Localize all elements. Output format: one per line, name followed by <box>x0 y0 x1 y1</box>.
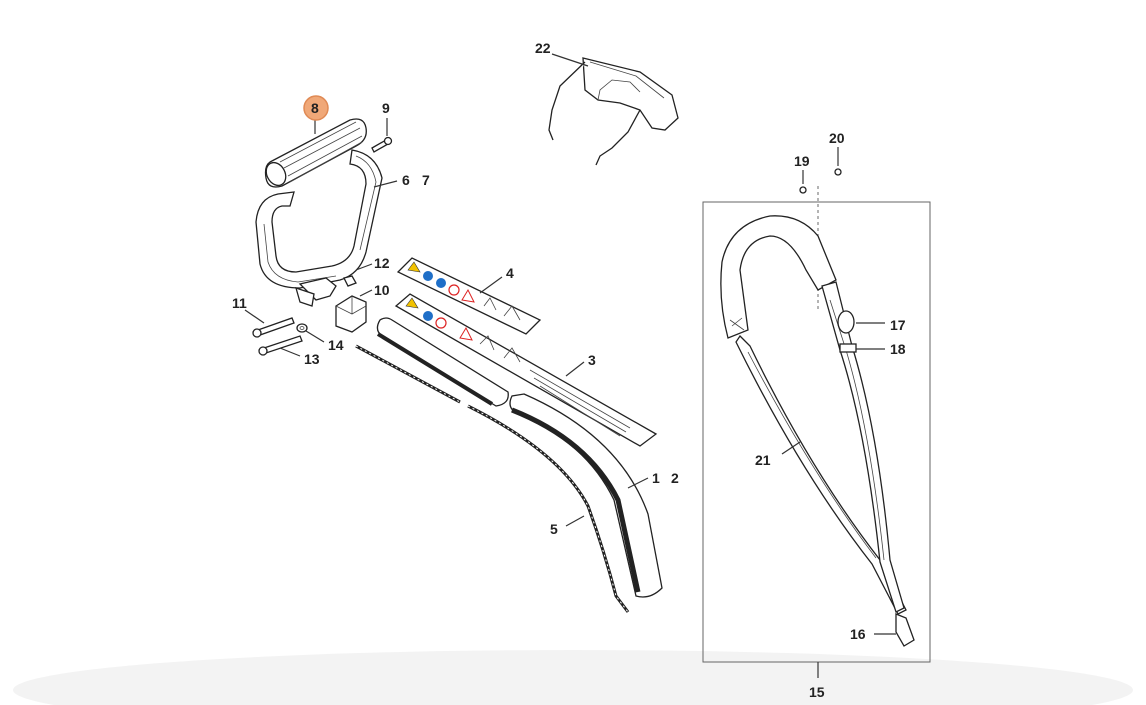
callout-14[interactable]: 14 <box>328 337 344 353</box>
warning-label-4[interactable] <box>396 257 542 335</box>
nut-12[interactable] <box>343 275 357 287</box>
callout-5[interactable]: 5 <box>550 521 558 537</box>
leader-1-2 <box>627 477 649 489</box>
callout-15[interactable]: 15 <box>809 684 825 700</box>
leader-14 <box>305 330 325 343</box>
handle-grip[interactable] <box>262 118 367 189</box>
callout-16[interactable]: 16 <box>850 626 866 642</box>
harness-kit-frame <box>702 201 931 663</box>
harness-slider[interactable] <box>839 343 857 353</box>
screw-20[interactable] <box>834 168 842 176</box>
drive-shaft[interactable] <box>355 344 630 613</box>
callout-19[interactable]: 19 <box>794 153 810 169</box>
loop-handle[interactable] <box>255 149 383 307</box>
washer-14[interactable] <box>296 323 308 333</box>
callout-9[interactable]: 9 <box>382 100 390 116</box>
callout-8-marker[interactable]: 8 <box>303 95 329 121</box>
leader-13 <box>279 347 301 357</box>
callout-11[interactable]: 11 <box>232 295 247 311</box>
clamp-10[interactable] <box>335 295 367 333</box>
leader-12 <box>355 263 373 271</box>
screw-13[interactable] <box>258 335 303 356</box>
safety-glasses[interactable] <box>548 57 679 166</box>
leader-6-7 <box>373 180 398 188</box>
callout-12[interactable]: 12 <box>374 255 390 271</box>
callout-17[interactable]: 17 <box>890 317 906 333</box>
callout-8: 8 <box>311 100 319 116</box>
callout-20[interactable]: 20 <box>829 130 845 146</box>
callout-3[interactable]: 3 <box>588 352 596 368</box>
leader-22 <box>551 53 589 67</box>
shoulder-harness[interactable] <box>720 215 915 647</box>
callout-18[interactable]: 18 <box>890 341 906 357</box>
floor-shadow <box>13 650 1133 705</box>
callout-22[interactable]: 22 <box>535 40 551 56</box>
callout-13[interactable]: 13 <box>304 351 320 367</box>
callout-21[interactable]: 21 <box>755 452 771 468</box>
screw-19[interactable] <box>799 186 807 194</box>
leader-10 <box>359 289 373 297</box>
leader-21 <box>781 441 801 455</box>
leader-4 <box>479 276 503 294</box>
callout-10[interactable]: 10 <box>374 282 390 298</box>
leader-3 <box>565 361 585 377</box>
harness-hook[interactable] <box>895 613 915 647</box>
harness-buckle[interactable] <box>837 310 855 334</box>
warning-label-3[interactable] <box>394 293 658 447</box>
drive-tube[interactable] <box>376 317 663 598</box>
callout-7[interactable]: 7 <box>422 172 430 188</box>
callout-1[interactable]: 1 <box>652 470 660 486</box>
screw-9[interactable] <box>371 136 393 153</box>
callout-6[interactable]: 6 <box>402 172 410 188</box>
callout-2[interactable]: 2 <box>671 470 679 486</box>
callout-4[interactable]: 4 <box>506 265 514 281</box>
leader-11 <box>244 309 265 324</box>
screw-11[interactable] <box>252 317 295 338</box>
leader-5 <box>565 515 585 527</box>
